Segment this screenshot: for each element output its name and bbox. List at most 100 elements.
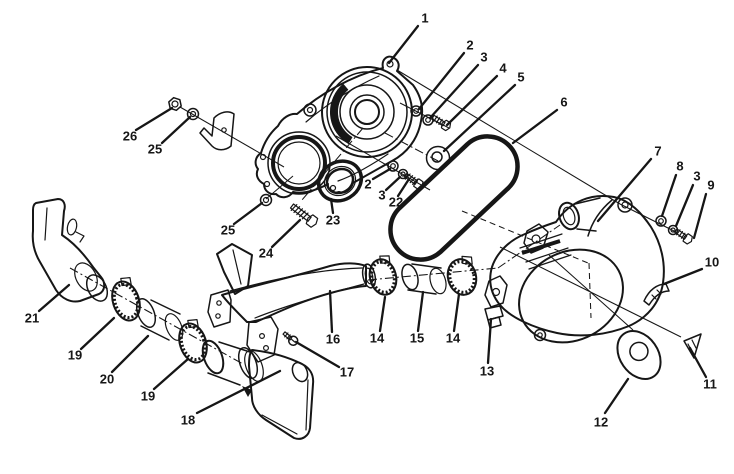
bolt <box>674 228 693 245</box>
callout-number-13: 13 <box>480 363 494 378</box>
callout-number-20: 20 <box>100 371 114 386</box>
decal-align-line <box>548 254 634 331</box>
callout-leader-1 <box>387 24 420 65</box>
cover-boss-ring <box>339 84 395 140</box>
center-line <box>69 267 244 365</box>
hardware-top <box>410 105 452 171</box>
long-bolt <box>289 203 319 228</box>
hidden-line <box>461 210 589 264</box>
duct-crease <box>229 267 363 292</box>
plate-hole <box>215 313 221 319</box>
hardware-left <box>168 96 319 228</box>
callout-number-12: 12 <box>594 414 608 429</box>
washer-hole <box>262 196 270 204</box>
round-decal-illustration <box>616 330 662 380</box>
cover-center-hole <box>354 99 380 125</box>
bracket-hole <box>263 345 270 352</box>
scoop-crease <box>305 379 309 431</box>
callout-number-8: 8 <box>676 158 683 173</box>
callout-number-25: 25 <box>221 222 235 237</box>
seal-inner <box>325 167 355 195</box>
washer-hole <box>413 108 419 114</box>
clamp-piece <box>487 316 502 329</box>
callout-leader-3 <box>384 175 402 192</box>
callout-leader-25 <box>160 115 192 145</box>
cover-center-hole <box>349 94 385 130</box>
clamp-illustration <box>111 277 141 322</box>
large-washer-hole <box>431 151 443 163</box>
callout-leader-10 <box>662 267 704 286</box>
callout-number-22: 22 <box>389 194 403 209</box>
hidden-line <box>588 262 592 319</box>
washer <box>410 105 422 117</box>
boot-ring <box>74 262 98 292</box>
drum-face <box>518 248 624 344</box>
duct-arm <box>221 262 367 323</box>
cover-tab-hole <box>537 332 543 338</box>
drive-belt-illustration <box>388 134 520 262</box>
outer-cover-illustration <box>484 195 665 344</box>
callout-number-11: 11 <box>703 376 717 391</box>
bracket-hole <box>221 127 227 133</box>
callout-number-7: 7 <box>654 143 661 158</box>
callout-leader-26 <box>134 106 174 132</box>
duct-end-plate <box>207 289 232 328</box>
callout-number-14: 14 <box>446 330 461 345</box>
callout-leader-2 <box>371 167 392 181</box>
callout-number-1: 1 <box>421 10 428 25</box>
duct-crease <box>254 283 365 319</box>
callout-leader-2 <box>417 51 466 111</box>
seal-illustration <box>316 159 364 203</box>
washer-hole <box>189 110 197 118</box>
duct-fin-crease <box>232 249 242 285</box>
cover-ear-hole <box>263 180 271 188</box>
cover-arm-hole <box>491 287 501 297</box>
callout-leader-5 <box>442 83 517 153</box>
nut <box>168 96 182 112</box>
callout-leader-19 <box>79 316 116 351</box>
duct-boss <box>291 361 309 383</box>
cover-arm <box>523 223 549 254</box>
scoop-crease <box>261 414 298 435</box>
hardware-mid <box>387 160 424 190</box>
callout-leader-18 <box>195 369 282 415</box>
callout-leader-6 <box>511 108 559 145</box>
bracket-strip-illustration <box>643 283 670 306</box>
callout-leader-22 <box>396 177 411 198</box>
callout-number-9: 9 <box>707 177 714 192</box>
boot-flap <box>75 231 85 243</box>
bracket-hole <box>259 333 266 340</box>
cover-ear-hole <box>306 106 314 114</box>
callout-number-23: 23 <box>326 212 340 227</box>
callout-number-21: 21 <box>25 310 39 325</box>
callout-leader-13 <box>486 317 493 365</box>
vent-slot <box>525 247 569 263</box>
callout-leader-3 <box>428 63 480 120</box>
cover-arm <box>484 275 508 308</box>
callout-number-25: 25 <box>148 141 162 156</box>
washer <box>259 193 273 207</box>
callout-leader-14 <box>378 295 387 333</box>
lower-duct-illustration <box>201 339 315 440</box>
callout-number-3: 3 <box>378 187 385 202</box>
washer-hole <box>425 117 431 123</box>
callout-leader-7 <box>596 157 653 223</box>
callout-number-19: 19 <box>68 347 82 362</box>
hose-illustration <box>401 263 447 295</box>
callout-number-6: 6 <box>560 94 567 109</box>
callout-number-15: 15 <box>410 330 424 345</box>
center-line <box>367 267 499 281</box>
cover-arm-hole <box>531 234 541 244</box>
inner-cover-illustration <box>254 55 424 199</box>
screw <box>282 331 299 346</box>
boot-crease <box>44 207 48 241</box>
assembly-line <box>335 135 431 191</box>
callout-number-16: 16 <box>326 331 340 346</box>
center-line <box>384 132 441 163</box>
callout-leader-23 <box>329 197 335 215</box>
vent-slot <box>528 254 572 270</box>
snout-edge <box>576 228 597 232</box>
cover-ear <box>617 197 633 213</box>
callout-number-3: 3 <box>693 168 700 183</box>
